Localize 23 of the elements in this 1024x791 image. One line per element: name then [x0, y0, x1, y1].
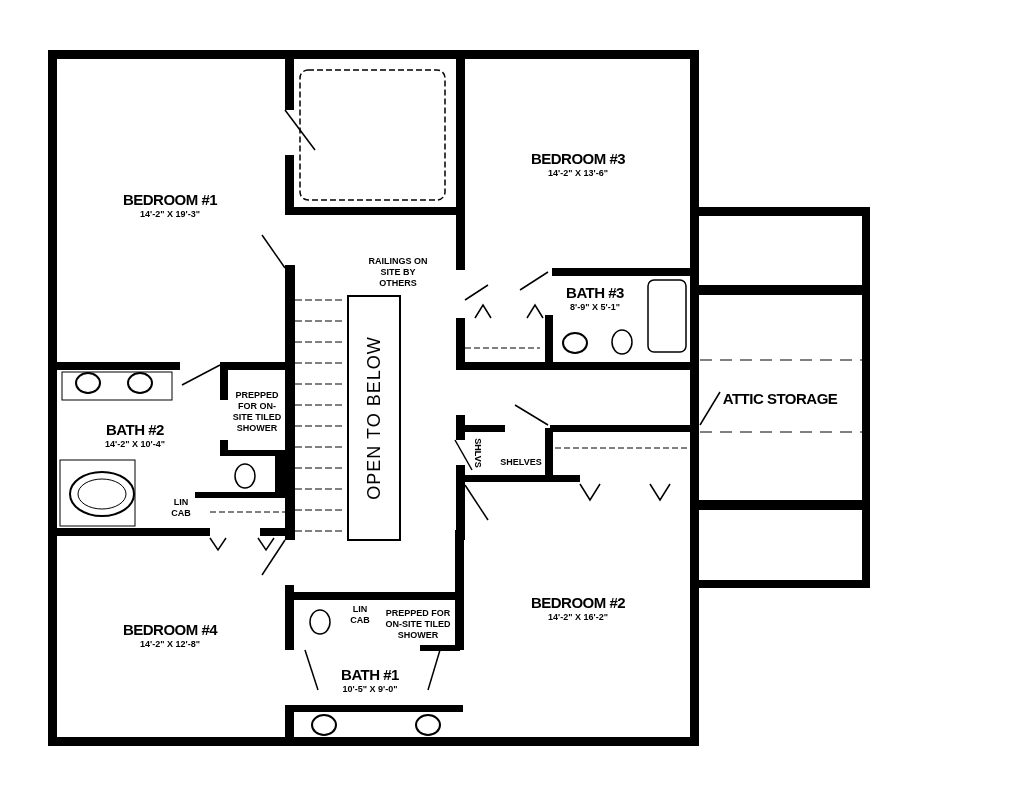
room-name: BEDROOM #3	[530, 149, 626, 167]
room-dimensions: 10'-5" X 9'-0"	[341, 682, 399, 695]
room-name: BEDROOM #2	[530, 593, 626, 611]
room-dimensions: 14'-2" X 10'-4"	[105, 437, 165, 450]
room-dimensions: 14'-2" X 19'-3"	[139, 207, 201, 220]
note-text: RAILINGS ON SITE BY OTHERS	[368, 256, 428, 289]
room-name: ATTIC STORAGE	[722, 389, 838, 407]
room-name: BATH #1	[341, 665, 399, 683]
room-note: LIN CAB	[350, 604, 370, 626]
room-name: OPEN TO BELOW	[365, 336, 383, 500]
room-note: SHLVS	[471, 438, 483, 468]
room-note: PREPPED FOR ON-SITE TILED SHOWER	[384, 607, 452, 641]
room-name: BATH #2	[105, 420, 165, 438]
room-note: LIN CAB	[170, 497, 192, 519]
room-dimensions: 14'-2" X 13'-6"	[547, 166, 609, 179]
room-name: BEDROOM #1	[122, 190, 218, 208]
room-name: BATH #3	[566, 283, 624, 301]
room-note: PREPPED FOR ON-SITE TILED SHOWER	[231, 390, 283, 434]
room-dimensions: 14'-2" X 16'-2"	[547, 610, 609, 623]
room-dimensions: 14'-2" X 12'-8"	[139, 637, 201, 650]
room-name: BEDROOM #4	[122, 620, 218, 638]
room-dimensions: 8'-9" X 5'-1"	[569, 300, 621, 313]
room-note: SHELVES	[500, 456, 542, 468]
